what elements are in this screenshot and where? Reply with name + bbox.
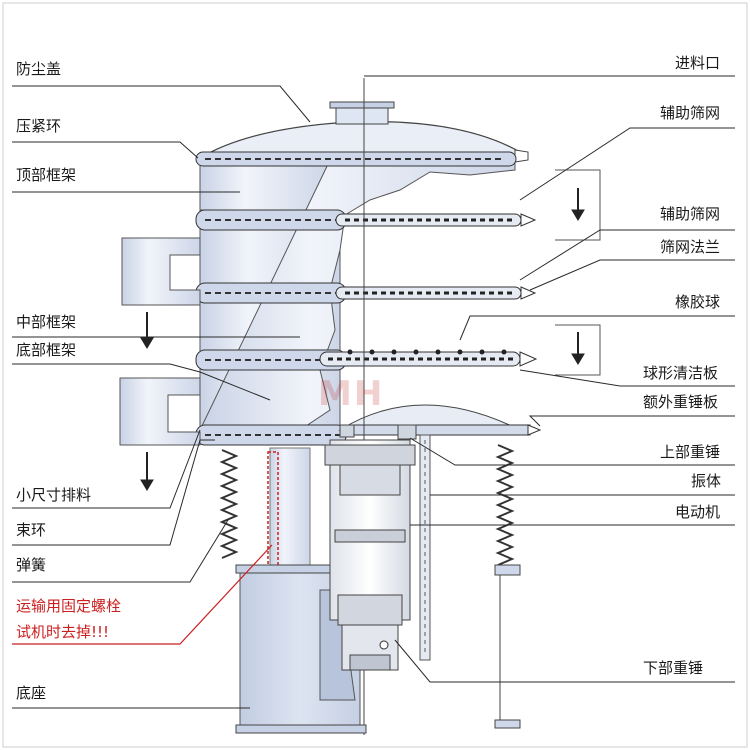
label-feed-inlet: 进料口	[675, 54, 721, 72]
feed-inlet-pipe	[335, 105, 389, 125]
label-top-frame: 顶部框架	[16, 166, 77, 184]
base-support	[235, 447, 367, 734]
label-upper-weight: 上部重锤	[660, 443, 721, 461]
label-rubber-ball: 橡胶球	[675, 293, 721, 311]
discharge-chutes	[119, 169, 601, 446]
screens	[319, 213, 542, 436]
label-dust-cover: 防尘盖	[16, 60, 62, 78]
label-lower-weight: 下部重锤	[643, 659, 704, 677]
label-small-discharge: 小尺寸排料	[16, 486, 92, 504]
label-base: 底座	[16, 684, 47, 702]
flow-arrows	[140, 188, 585, 491]
label-motor: 电动机	[675, 503, 721, 521]
label-aux-screen-2: 辅助筛网	[660, 205, 721, 223]
label-spring: 弹簧	[16, 556, 47, 574]
label-aux-screen-1: 辅助筛网	[660, 104, 721, 122]
warning-line-2: 试机时去掉!!!	[16, 623, 110, 641]
label-ball-cleaning-plate: 球形清洁板	[643, 364, 719, 382]
warning-line-1: 运输用固定螺栓	[16, 597, 122, 615]
label-middle-frame: 中部框架	[16, 313, 77, 331]
label-clamp-ring: 压紧环	[16, 117, 62, 135]
watermark-logo: MH	[318, 374, 385, 414]
vibrator-assembly	[419, 434, 521, 729]
label-extra-weight-plate: 额外重锤板	[643, 393, 719, 411]
warning-leader	[12, 544, 273, 645]
clamp-rings	[195, 151, 517, 446]
label-vibrator-body: 振体	[691, 472, 722, 490]
label-screen-flange: 筛网法兰	[660, 238, 721, 256]
label-band-ring: 束环	[16, 521, 47, 539]
leader-lines	[12, 75, 735, 709]
motor-unit	[324, 424, 417, 671]
label-bottom-frame: 底部框架	[16, 341, 77, 359]
